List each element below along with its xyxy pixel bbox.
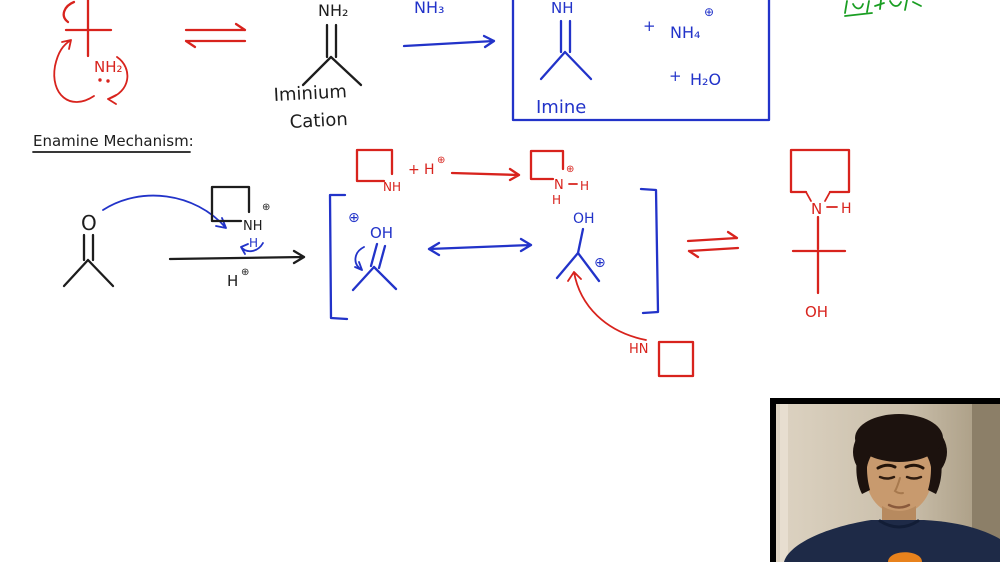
iminium-label-line1: Iminium	[273, 81, 347, 106]
presenter-eyebrows	[876, 463, 925, 470]
presenter-eyes	[878, 475, 923, 480]
acetone-structure: O	[62, 211, 115, 288]
iminium-label-line2: Cation	[289, 109, 348, 133]
section-title: Enamine Mechanism:	[32, 132, 194, 153]
nh3-loss-arrow: NH₃	[402, 0, 496, 49]
iminium-cation-structure: NH₂ Iminium Cation	[273, 1, 363, 133]
red-aminol-structure: NH₂	[53, 0, 129, 105]
transfer-h-label: H	[249, 236, 258, 250]
right-charge-symbol: ⊕	[594, 255, 606, 271]
aminol-product-structure: N H OH	[789, 148, 852, 321]
presenter-nose	[893, 477, 904, 495]
ammonium-label: NH₄	[670, 23, 700, 42]
presenter-hair-top	[855, 414, 943, 462]
presenter-video	[776, 404, 1000, 562]
green-annotation-strokes	[844, 0, 922, 17]
product-n-label: N	[811, 200, 822, 218]
reaction-arrow: H ⊕	[168, 249, 306, 290]
product-oh-label: OH	[805, 303, 828, 321]
shirt-logo-orange	[888, 552, 922, 562]
iminium-nh2-label: NH₂	[318, 1, 348, 20]
right-oh-label: OH	[573, 211, 595, 227]
left-oh-label: OH	[370, 224, 393, 242]
n-h-right-label: H	[580, 179, 589, 193]
presenter-hair-side-right	[928, 448, 942, 494]
plus-sign: +	[408, 162, 420, 178]
pyrrolidine-protonation-step: NH + H ⊕ N ⊕ H H	[355, 148, 589, 207]
water-label: H₂O	[690, 70, 721, 89]
hn-label: HN	[629, 342, 649, 357]
proton-charge: ⊕	[437, 155, 445, 166]
presenter-mouth	[887, 503, 911, 509]
plus-sign: +	[669, 67, 682, 85]
product-nh-label: H	[841, 201, 852, 217]
plus-sign: +	[643, 17, 656, 35]
ammonium-charge: ⊕	[704, 5, 714, 19]
carbonyl-o-label: O	[81, 211, 97, 235]
ammonium-n-charge: ⊕	[566, 164, 574, 175]
oxocarbenium-resonance-right: OH ⊕	[555, 211, 606, 283]
proton-label: H	[424, 162, 435, 178]
presenter-shirt	[784, 520, 1000, 562]
pyrrolidinium-structure: ⊕ NH H	[210, 185, 270, 250]
nh3-label: NH₃	[414, 0, 444, 17]
amine-nh-label: NH	[383, 180, 401, 194]
presenter-collar	[878, 519, 920, 529]
imine-product-box: NH + NH₄ ⊕ + H₂O Imine	[511, 0, 771, 122]
resonance-bracket-left	[328, 193, 349, 321]
resonance-bracket-right	[639, 187, 660, 315]
section-title-text: Enamine Mechanism:	[33, 132, 194, 150]
imine-caption: Imine	[536, 97, 586, 118]
amine-nh-label: NH	[243, 219, 263, 234]
webcam-overlay	[770, 398, 1000, 562]
nucleophilic-attack-arrow	[102, 194, 264, 255]
oxocarbenium-resonance-left: ⊕ OH	[348, 210, 398, 292]
red-nh2-label: NH₂	[94, 58, 123, 76]
n-h-below-label: H	[552, 193, 561, 207]
equilibrium-arrow-middle	[686, 230, 740, 259]
imine-nh-label: NH	[551, 0, 574, 17]
resonance-arrow	[427, 237, 533, 257]
ammonium-n-label: N	[554, 178, 564, 193]
catalyst-h-label: H	[227, 272, 238, 290]
presenter	[784, 414, 1000, 562]
catalyst-h-charge: ⊕	[241, 267, 249, 278]
amine-attack-arrow: HN	[567, 271, 695, 378]
presenter-hair-side-left	[856, 448, 870, 494]
left-charge-symbol: ⊕	[348, 210, 360, 226]
amine-n-charge: ⊕	[262, 202, 270, 213]
equilibrium-arrow-top	[184, 22, 247, 49]
